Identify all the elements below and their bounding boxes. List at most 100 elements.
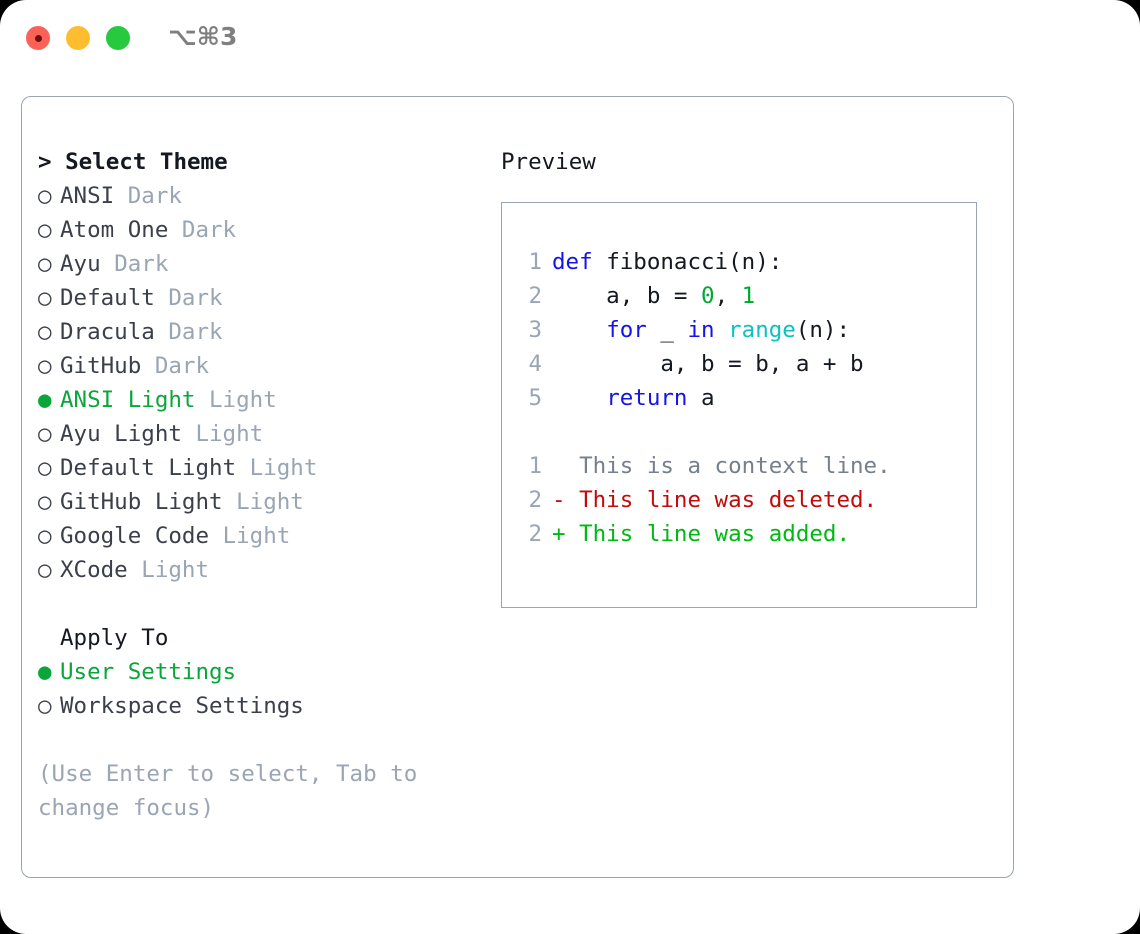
zoom-button[interactable] (106, 26, 130, 50)
radio-unselected-icon: ○ (38, 285, 52, 311)
apply-to-option-workspace-settings[interactable]: ○ Workspace Settings (38, 689, 498, 723)
theme-option-default-light[interactable]: ○ Default Light Light (38, 451, 498, 485)
label-gap (128, 557, 142, 583)
apply-to-option-user-settings[interactable]: ● User Settings (38, 655, 498, 689)
diff-line-number: 2 (528, 521, 542, 547)
theme-option-default[interactable]: ○ Default Dark (38, 281, 498, 315)
theme-option-mode: Light (236, 489, 304, 515)
theme-option-xcode[interactable]: ○XCode Light (38, 553, 498, 587)
label-gap (101, 251, 115, 277)
diff-marker: - (552, 487, 566, 513)
code-token: a, b = (552, 283, 702, 309)
theme-option-mode: Dark (168, 285, 223, 311)
code-token: for (606, 317, 647, 343)
label-gap (155, 319, 169, 345)
theme-option-atom-one[interactable]: ○Atom One Dark (38, 213, 498, 247)
code-token: def (552, 249, 607, 275)
theme-option-mode: Dark (114, 251, 169, 277)
code-line: 4 a, b = b, a + b (516, 347, 864, 381)
page-title: > Select Theme (38, 145, 498, 179)
label-gap (141, 353, 155, 379)
radio-unselected-icon: ○ (38, 489, 52, 515)
theme-option-ansi-light[interactable]: ●ANSI Light Light (38, 383, 498, 417)
theme-option-github[interactable]: ○GitHub Dark (38, 349, 498, 383)
window-controls (26, 26, 130, 50)
radio-unselected-icon: ○ (38, 557, 52, 583)
radio-unselected-icon: ○ (38, 455, 52, 481)
radio-unselected-icon: ○ (38, 251, 52, 277)
diff-sample: 1 This is a context line.2- This line wa… (516, 449, 891, 551)
label-gap (168, 217, 182, 243)
theme-option-label: Default (60, 285, 155, 311)
code-token: fibonacci(n): (606, 249, 783, 275)
theme-option-ayu[interactable]: ○Ayu Dark (38, 247, 498, 281)
theme-option-google-code[interactable]: ○Google Code Light (38, 519, 498, 553)
diff-line-number: 1 (528, 453, 542, 479)
minimize-button[interactable] (66, 26, 90, 50)
theme-option-dracula[interactable]: ○ Dracula Dark (38, 315, 498, 349)
diff-marker (552, 453, 566, 479)
theme-option-github-light[interactable]: ○ GitHub Light Light (38, 485, 498, 519)
radio-unselected-icon: ○ (38, 217, 52, 243)
theme-list: ○ANSI Dark○Atom One Dark○Ayu Dark○Defaul… (38, 179, 498, 587)
radio-unselected-icon: ○ (38, 523, 52, 549)
code-token: , (714, 283, 742, 309)
theme-option-mode: Dark (168, 319, 223, 345)
theme-option-label: Default Light (60, 455, 237, 481)
page-title-label (52, 149, 66, 175)
apply-to-option-label: User Settings (60, 659, 237, 685)
hint-spacer (38, 723, 498, 757)
code-token: a, b = b, a + b (552, 351, 864, 377)
diff-line: 2- This line was deleted. (516, 483, 891, 517)
line-number: 4 (528, 351, 542, 377)
line-number: 3 (528, 317, 542, 343)
theme-option-mode: Light (249, 455, 318, 481)
label-gap (223, 489, 237, 515)
page-title-text: Select Theme (65, 149, 228, 175)
code-token: _ (646, 317, 688, 343)
radio-unselected-icon: ○ (38, 353, 52, 379)
code-line: 3 for _ in range(n): (516, 313, 864, 347)
radio-unselected-icon: ○ (38, 693, 52, 719)
preview-title: Preview (501, 149, 596, 175)
code-token (552, 385, 606, 411)
diff-line: 2+ This line was added. (516, 517, 891, 551)
theme-option-label: GitHub Light (60, 489, 223, 515)
section-spacer (38, 587, 498, 621)
keyboard-hint: (Use Enter to select, Tab to change focu… (38, 761, 418, 821)
theme-option-ansi[interactable]: ○ANSI Dark (38, 179, 498, 213)
label-gap (195, 387, 209, 413)
apply-to-option-label: Workspace Settings (60, 693, 304, 719)
theme-option-ayu-light[interactable]: ○Ayu Light Light (38, 417, 498, 451)
diff-line: 1 This is a context line. (516, 449, 891, 483)
theme-option-mode: Light (222, 523, 291, 549)
line-number: 2 (528, 283, 542, 309)
code-token: 1 (741, 283, 756, 309)
close-button[interactable] (26, 26, 50, 50)
code-line: 5 return a (516, 381, 864, 415)
diff-marker: + (552, 521, 566, 547)
title-bar: ⌥⌘3 (0, 0, 1140, 78)
label-gap (155, 285, 169, 311)
label-gap (209, 523, 223, 549)
theme-option-mode: Light (209, 387, 277, 413)
diff-text: This is a context line. (565, 453, 891, 479)
theme-option-label: Dracula (60, 319, 155, 345)
apply-to-title: Apply To (60, 625, 169, 651)
radio-selected-icon: ● (38, 659, 52, 685)
label-gap (236, 455, 250, 481)
diff-text: This line was deleted. (565, 487, 878, 513)
code-token (552, 317, 606, 343)
theme-option-label: Atom One (60, 217, 169, 243)
radio-unselected-icon: ○ (38, 183, 52, 209)
code-line: 2 a, b = 0, 1 (516, 279, 864, 313)
caret-icon: > (38, 149, 52, 175)
theme-option-mode: Dark (154, 353, 210, 379)
code-token: (n): (795, 317, 851, 343)
theme-option-label: XCode (60, 557, 128, 583)
radio-unselected-icon: ○ (38, 319, 52, 345)
